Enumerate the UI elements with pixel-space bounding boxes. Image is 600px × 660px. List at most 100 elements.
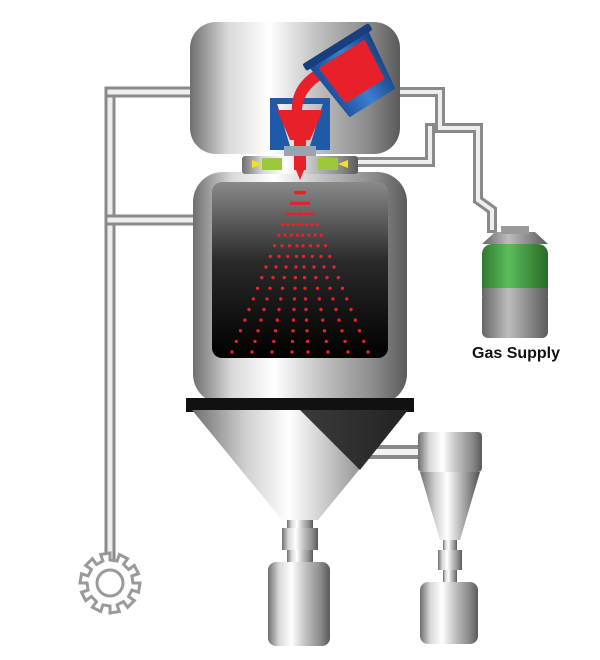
spray-droplet <box>332 265 336 269</box>
spray-droplet <box>268 254 272 259</box>
spray-droplet <box>291 318 296 322</box>
spray-droplet <box>301 201 306 205</box>
spray-droplet <box>285 212 289 216</box>
spray-droplet <box>325 275 329 280</box>
spray-droplet <box>315 286 320 290</box>
gas-arrow-left <box>252 160 262 168</box>
spray-droplet <box>304 318 309 322</box>
spray-droplet <box>331 297 335 301</box>
spray-droplet <box>234 339 238 344</box>
spray-droplet <box>296 212 301 216</box>
spray-droplet <box>301 244 305 248</box>
spray-droplet <box>300 222 304 227</box>
left-return-pipe <box>104 86 201 566</box>
spray-droplet <box>315 222 319 227</box>
spray-droplet <box>310 254 314 259</box>
spray-droplet <box>311 212 315 216</box>
spray-droplet <box>251 297 255 301</box>
spray-droplet <box>286 254 290 259</box>
spray-droplet <box>295 233 300 237</box>
spray-droplet <box>362 339 366 344</box>
spray-droplet <box>321 318 325 322</box>
spray-droplet <box>340 329 344 333</box>
powder-collector <box>268 520 330 646</box>
spray-droplet <box>272 244 277 248</box>
spray-droplet <box>293 275 298 280</box>
spray-droplet <box>256 329 260 333</box>
spray-droplet <box>277 254 281 259</box>
spray-droplet <box>349 307 353 312</box>
spray-droplet <box>294 201 299 205</box>
spray-droplet <box>270 350 274 354</box>
spray-droplet <box>289 201 294 205</box>
spray-droplet <box>286 222 290 227</box>
spray-droplet <box>317 297 321 301</box>
spray-droplet <box>274 265 278 269</box>
spray-droplet <box>306 350 310 354</box>
spray-droplet <box>295 244 299 248</box>
spray-droplet <box>323 244 328 248</box>
spray-droplet <box>302 190 306 195</box>
spray-droplet <box>353 318 357 322</box>
spray-droplet <box>319 233 323 237</box>
spray-droplet <box>291 222 295 227</box>
gas-cylinder-icon <box>482 226 548 338</box>
spray-droplet <box>289 233 293 237</box>
gear-icon <box>78 551 142 615</box>
spray-droplet <box>230 350 234 354</box>
spray-droplet <box>303 297 308 301</box>
spray-droplet <box>260 275 264 280</box>
spray-droplet <box>313 233 317 237</box>
spray-droplet <box>334 307 338 312</box>
spray-droplet <box>300 233 305 237</box>
spray-droplet <box>277 307 281 312</box>
spray-droplet <box>312 265 316 269</box>
spray-droplet <box>268 286 272 290</box>
spray-droplet <box>271 275 275 280</box>
spray-droplet <box>265 297 269 301</box>
spray-droplet <box>255 286 260 290</box>
crucible-icon <box>303 23 396 118</box>
spray-droplet <box>291 329 295 333</box>
collection-cone <box>186 398 414 520</box>
spray-droplet <box>292 307 296 312</box>
spray-droplet <box>305 222 309 227</box>
spray-droplet <box>287 244 292 248</box>
spray-droplet <box>264 265 268 269</box>
spray-droplet <box>292 297 297 301</box>
spray-droplet <box>316 244 320 248</box>
spray-droplet <box>304 201 308 205</box>
spray-droplet <box>305 329 309 333</box>
spray-droplet <box>247 307 251 312</box>
spray-droplet <box>336 275 340 280</box>
spray-droplet <box>282 275 286 280</box>
spray-droplet <box>346 350 350 354</box>
spray-droplet <box>273 329 278 333</box>
spray-droplet <box>328 254 332 259</box>
spray-droplet <box>289 212 293 216</box>
gas-supply-pipe <box>355 87 497 233</box>
spray-droplet <box>299 212 304 216</box>
spray-droplet <box>283 233 287 237</box>
spray-droplet <box>293 286 297 290</box>
gas-supply-label: Gas Supply <box>472 345 560 362</box>
spray-droplet <box>337 318 341 322</box>
spray-droplet <box>303 286 307 290</box>
spray-droplet <box>319 307 323 312</box>
spray-droplet <box>302 275 307 280</box>
spray-droplet <box>345 297 349 301</box>
spray-droplet <box>280 244 284 248</box>
spray-droplet <box>272 339 276 344</box>
spray-droplet <box>308 244 313 248</box>
spray-droplet <box>310 222 314 227</box>
spray-chamber <box>193 172 407 404</box>
spray-droplet <box>322 265 326 269</box>
spray-droplet <box>290 339 295 344</box>
spray-droplet <box>304 307 308 312</box>
spray-droplet <box>277 233 281 237</box>
spray-droplet <box>366 350 370 354</box>
spray-droplet <box>292 201 296 205</box>
spray-droplet <box>250 350 254 354</box>
spray-droplet <box>326 350 330 354</box>
